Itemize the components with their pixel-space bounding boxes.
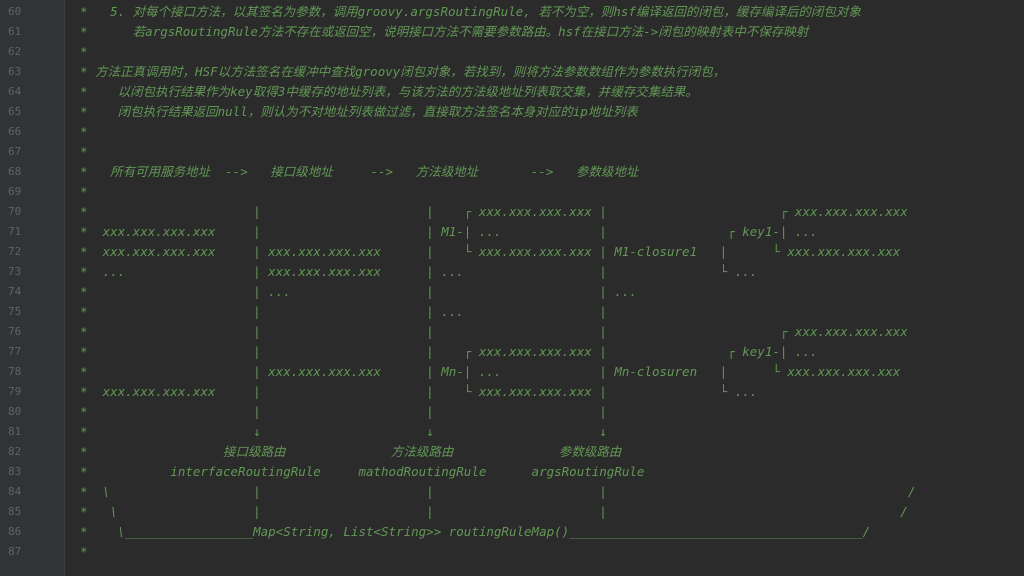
line-text[interactable]: * 闭包执行结果返回null，则认为不对地址列表做过滤，直接取方法签名本身对应的… [80,104,638,119]
line-number: 70 [8,205,22,218]
code-line: 85 * \ | | | / [0,502,1024,522]
code-line: 75 * | | ... | [0,302,1024,322]
line-number: 60 [8,5,22,18]
line-text[interactable]: * | ... | | ... [80,284,637,299]
line-text[interactable]: * 若argsRoutingRule方法不存在或返回空，说明接口方法不需要参数路… [80,24,809,39]
code-line: 83 * interfaceRoutingRule mathodRoutingR… [0,462,1024,482]
code-line: 78 * | xxx.xxx.xxx.xxx | Mn-| ... | Mn-c… [0,362,1024,382]
code-line: 76 * | | | ┌ xxx.xxx.xxx.xxx [0,322,1024,342]
code-line: 68 * 所有可用服务地址 --> 接口级地址 --> 方法级地址 --> 参数… [0,162,1024,182]
line-text[interactable]: * | | | [80,404,607,419]
line-number: 69 [8,185,22,198]
code-line: 66 * [0,122,1024,142]
line-text[interactable]: * ... | xxx.xxx.xxx.xxx | ... | └ ... [80,264,758,279]
line-text[interactable]: * | | ... | [80,304,607,319]
line-number-gutter [0,0,65,576]
line-number: 68 [8,165,22,178]
code-line: 72 * xxx.xxx.xxx.xxx | xxx.xxx.xxx.xxx |… [0,242,1024,262]
line-number: 62 [8,45,22,58]
line-text[interactable]: * \ | | | / [80,504,908,519]
code-line: 69 * [0,182,1024,202]
line-number: 66 [8,125,22,138]
line-text[interactable]: * 方法正真调用时，HSF以方法签名在缓冲中查找groovy闭包对象，若找到，则… [80,64,726,79]
code-line: 79 * xxx.xxx.xxx.xxx | | └ xxx.xxx.xxx.x… [0,382,1024,402]
line-number: 65 [8,105,22,118]
code-line: 73 * ... | xxx.xxx.xxx.xxx | ... | └ ... [0,262,1024,282]
line-number: 87 [8,545,22,558]
line-number: 86 [8,525,22,538]
line-text[interactable]: * xxx.xxx.xxx.xxx | xxx.xxx.xxx.xxx | └ … [80,244,901,259]
line-text[interactable]: * | xxx.xxx.xxx.xxx | Mn-| ... | Mn-clos… [80,364,901,379]
code-line: 61 * 若argsRoutingRule方法不存在或返回空，说明接口方法不需要… [0,22,1024,42]
line-number: 79 [8,385,22,398]
line-number: 73 [8,265,22,278]
line-number: 82 [8,445,22,458]
line-text[interactable]: * xxx.xxx.xxx.xxx | | M1-| ... | ┌ key1-… [80,224,818,239]
code-line: 80 * | | | [0,402,1024,422]
code-line: 64 * 以闭包执行结果作为key取得3中缓存的地址列表，与该方法的方法级地址列… [0,82,1024,102]
code-line: 67 * [0,142,1024,162]
line-text[interactable]: * 所有可用服务地址 --> 接口级地址 --> 方法级地址 --> 参数级地址 [80,164,639,179]
line-text[interactable]: * | | ┌ xxx.xxx.xxx.xxx | ┌ xxx.xxx.xxx.… [80,204,908,219]
code-line: 81 * ↓ ↓ ↓ [0,422,1024,442]
code-line: 60 * 5. 对每个接口方法，以其签名为参数，调用groovy.argsRou… [0,2,1024,22]
line-text[interactable]: * \ | | | / [80,484,916,499]
line-number: 71 [8,225,22,238]
line-text[interactable]: * \_________________Map<String, List<Str… [80,524,871,539]
line-number: 74 [8,285,22,298]
code-line: 63 * 方法正真调用时，HSF以方法签名在缓冲中查找groovy闭包对象，若找… [0,62,1024,82]
line-text[interactable]: * 接口级路由 方法级路由 参数级路由 [80,444,622,459]
code-line: 65 * 闭包执行结果返回null，则认为不对地址列表做过滤，直接取方法签名本身… [0,102,1024,122]
line-text[interactable]: * | | | ┌ xxx.xxx.xxx.xxx [80,324,908,339]
line-number: 76 [8,325,22,338]
line-number: 80 [8,405,22,418]
line-number: 77 [8,345,22,358]
line-text[interactable]: * [80,184,88,199]
line-number: 64 [8,85,22,98]
code-line: 77 * | | ┌ xxx.xxx.xxx.xxx | ┌ key1-| ..… [0,342,1024,362]
line-number: 75 [8,305,22,318]
code-line: 62 * [0,42,1024,62]
line-text[interactable]: * interfaceRoutingRule mathodRoutingRule… [80,464,645,479]
line-text[interactable]: * [80,544,88,559]
line-text[interactable]: * [80,124,88,139]
line-number: 85 [8,505,22,518]
line-text[interactable]: * 以闭包执行结果作为key取得3中缓存的地址列表，与该方法的方法级地址列表取交… [80,84,698,99]
line-number: 81 [8,425,22,438]
line-number: 78 [8,365,22,378]
code-line: 86 * \_________________Map<String, List<… [0,522,1024,542]
line-number: 84 [8,485,22,498]
code-line: 71 * xxx.xxx.xxx.xxx | | M1-| ... | ┌ ke… [0,222,1024,242]
code-line: 82 * 接口级路由 方法级路由 参数级路由 [0,442,1024,462]
code-line: 70 * | | ┌ xxx.xxx.xxx.xxx | ┌ xxx.xxx.x… [0,202,1024,222]
line-number: 67 [8,145,22,158]
code-line: 84 * \ | | | / [0,482,1024,502]
line-number: 72 [8,245,22,258]
line-text[interactable]: * ↓ ↓ ↓ [80,424,607,439]
line-text[interactable]: * [80,144,88,159]
code-line: 87 * [0,542,1024,562]
line-text[interactable]: * xxx.xxx.xxx.xxx | | └ xxx.xxx.xxx.xxx … [80,384,758,399]
code-line: 74 * | ... | | ... [0,282,1024,302]
line-number: 83 [8,465,22,478]
line-number: 63 [8,65,22,78]
line-text[interactable]: * | | ┌ xxx.xxx.xxx.xxx | ┌ key1-| ... [80,344,818,359]
line-text[interactable]: * [80,44,88,59]
line-text[interactable]: * 5. 对每个接口方法，以其签名为参数，调用groovy.argsRoutin… [80,4,861,19]
line-number: 61 [8,25,22,38]
